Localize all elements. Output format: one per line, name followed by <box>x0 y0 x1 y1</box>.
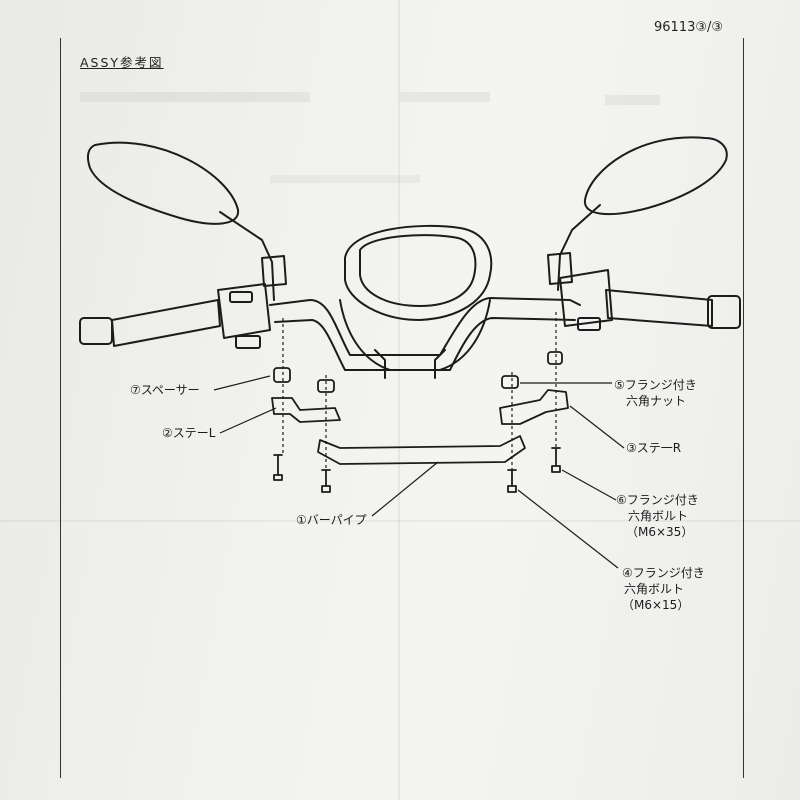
label-bar-pipe: ①バーパイプ <box>296 513 367 527</box>
bolt-right-m6x35 <box>551 447 561 473</box>
right-grip <box>605 289 713 327</box>
left-switch-button <box>229 291 253 303</box>
left-switch-box <box>217 283 271 339</box>
left-grip-end <box>79 317 113 345</box>
label-stay-right: ③ステ一R <box>626 441 682 455</box>
flange-nut-left <box>317 379 335 393</box>
right-mirror-stem <box>557 204 601 291</box>
leader-bar-pipe <box>371 461 439 517</box>
left-mirror-stem <box>219 211 275 301</box>
document-id: 96113③/③ <box>654 20 724 35</box>
stay-left <box>271 397 341 423</box>
leader-bolt-m6x35 <box>561 469 617 501</box>
bar-pipe <box>317 435 526 465</box>
right-switch-button <box>577 317 601 331</box>
leader-stay-right <box>569 405 625 449</box>
leader-stay-left <box>219 407 277 434</box>
meter-housing <box>344 224 493 321</box>
bleed-through-block <box>80 92 310 102</box>
bolt-left-m6x15 <box>321 469 331 493</box>
left-switch-button <box>235 335 261 349</box>
meter-clamp <box>374 349 446 379</box>
spacer-left <box>273 367 291 383</box>
label-spacer: ⑦スペーサー <box>130 383 200 397</box>
handlebar-lower <box>274 317 576 371</box>
meter-glass <box>359 234 477 307</box>
label-stay-left: ②ステーL <box>162 426 216 440</box>
label-flange-nut: ⑤フランジ付き 六角ナット <box>614 378 697 408</box>
right-grip-end <box>707 295 741 329</box>
left-mirror-joint <box>261 255 287 287</box>
spacer-right <box>547 351 563 365</box>
right-switch-box <box>559 269 613 327</box>
fold-line-horizontal <box>0 520 800 522</box>
left-mirror <box>86 141 240 225</box>
flange-nut-right <box>501 375 519 389</box>
bolt-left-m6x35 <box>273 454 283 481</box>
bleed-through-block <box>270 175 420 183</box>
right-mirror <box>583 136 728 216</box>
label-bolt-m6x15: ④フランジ付き 六角ボルト （M6×15） <box>622 566 705 612</box>
right-mirror-joint <box>547 252 573 285</box>
section-title: ASSY参考図 <box>80 55 164 70</box>
bolt-right-m6x15 <box>507 469 517 493</box>
page-frame <box>60 38 744 778</box>
meter-body <box>339 299 491 371</box>
fold-line-vertical <box>398 0 400 800</box>
stay-right <box>499 389 569 425</box>
leader-bolt-m6x15 <box>517 489 619 569</box>
left-grip <box>111 299 221 347</box>
leader-spacer <box>213 375 271 391</box>
bleed-through-block <box>605 95 660 105</box>
label-bolt-m6x35: ⑥フランジ付き 六角ボルト （M6×35） <box>616 493 699 539</box>
bleed-through-block <box>400 92 490 102</box>
